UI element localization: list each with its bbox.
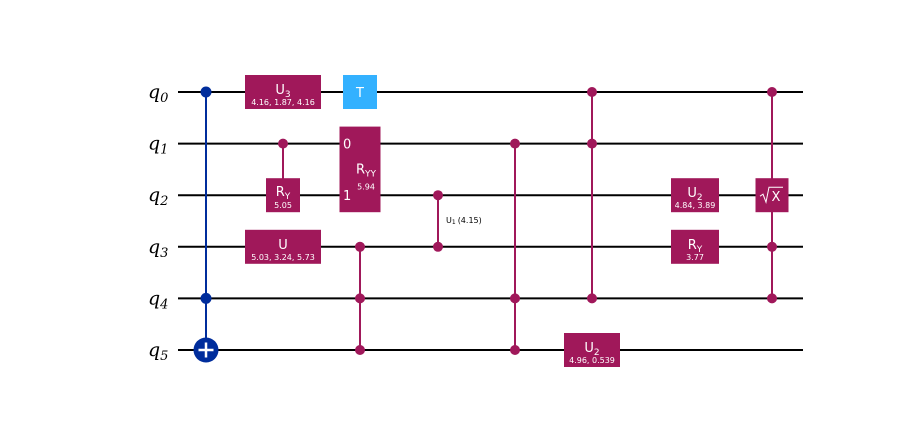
qubit-label-index: 1 xyxy=(160,143,168,158)
qubit-label-index: 2 xyxy=(159,194,168,209)
qubit-label-index: 4 xyxy=(159,297,168,312)
sqrt-icon xyxy=(759,186,783,205)
gate-label: T xyxy=(355,86,364,101)
gate-box xyxy=(343,75,377,109)
gate-label-name: R xyxy=(276,185,285,200)
gate-label: RYY xyxy=(356,162,377,179)
gate-label-subscript: 2 xyxy=(594,348,600,358)
qubit-label-letter: q xyxy=(148,184,160,206)
gate-label-name: U xyxy=(584,341,594,356)
phase-label: U1(4.15) xyxy=(446,216,482,226)
gate-box xyxy=(671,178,719,213)
gate-label-subscript: YY xyxy=(364,169,376,179)
gate-parameters: 5.05 xyxy=(274,201,292,210)
qubit-label: q4 xyxy=(148,287,168,312)
gate-pin-label: 0 xyxy=(343,138,351,153)
gate-parameters: 5.94 xyxy=(357,182,375,191)
control-dot xyxy=(767,87,777,97)
gate-label-name: X xyxy=(772,190,781,205)
gate-label: RY xyxy=(688,238,703,255)
qubit-wires xyxy=(178,91,803,351)
qubit-label-index: 0 xyxy=(160,91,168,106)
control-dot xyxy=(510,138,520,149)
control-dot xyxy=(355,345,365,355)
gate-label-name: R xyxy=(356,162,365,177)
gate-box xyxy=(245,75,321,109)
qubit-label-letter: q xyxy=(148,339,160,361)
gate-label-name: R xyxy=(688,238,697,253)
qubit-label-index: 5 xyxy=(160,349,168,364)
gate-parameters: 3.77 xyxy=(686,253,704,262)
qubit-label: q3 xyxy=(148,236,168,261)
gate-label-name: U xyxy=(275,83,285,98)
control-dot xyxy=(510,345,520,355)
phase-label-name: U xyxy=(446,216,452,225)
qubit-label: q1 xyxy=(148,133,168,158)
qubit-label-letter: q xyxy=(148,287,160,309)
qubit-label: q0 xyxy=(148,81,168,106)
control-dot xyxy=(433,190,443,201)
control-dot xyxy=(433,241,443,252)
qubit-label: q2 xyxy=(148,184,168,209)
gate-label: RY xyxy=(276,185,291,202)
control-dot xyxy=(767,293,777,304)
control-dot xyxy=(587,87,597,97)
gate-pin-label: 1 xyxy=(343,189,351,204)
qubit-label-letter: q xyxy=(148,81,160,103)
qubit-label-letter: q xyxy=(148,133,160,155)
gate-label-subscript: 2 xyxy=(697,193,703,203)
phase-label-parameter: (4.15) xyxy=(458,216,482,225)
gate-parameters: 5.03, 3.24, 5.73 xyxy=(251,253,315,262)
qubit-label-letter: q xyxy=(148,236,160,258)
gate-box xyxy=(671,229,719,264)
control-dot xyxy=(587,138,597,149)
control-dot xyxy=(767,241,777,252)
gate-label-name: U xyxy=(278,238,288,253)
gate-label-name: U xyxy=(687,186,697,201)
gate-label: U xyxy=(278,238,288,253)
control-dot xyxy=(587,293,597,304)
gate-label: X xyxy=(772,190,781,205)
gate-parameters: 4.96, 0.539 xyxy=(569,356,615,365)
gate-box xyxy=(339,126,381,213)
phase-label-subscript: 1 xyxy=(452,219,456,226)
gate-box xyxy=(564,333,620,367)
control-dot xyxy=(200,292,212,304)
gate-label: U2 xyxy=(687,186,702,203)
qubit-label: q5 xyxy=(148,339,168,364)
gate-parameters: 4.84, 3.89 xyxy=(675,201,716,210)
qubit-label-index: 3 xyxy=(160,246,168,261)
control-dot xyxy=(510,293,520,304)
gate-label-subscript: 3 xyxy=(285,90,291,100)
gate-label: U3 xyxy=(275,83,290,100)
gate-box xyxy=(266,178,300,213)
control-dot xyxy=(355,293,365,304)
gate-label-subscript: Y xyxy=(696,245,703,255)
gate-label-subscript: Y xyxy=(284,192,291,202)
gate-box xyxy=(245,229,321,264)
gate-label-name: T xyxy=(355,86,364,101)
gate-parameters: 4.16, 1.87, 4.16 xyxy=(251,98,315,107)
control-dot xyxy=(355,241,365,252)
control-dot xyxy=(278,138,288,149)
gate-label: U2 xyxy=(584,341,599,358)
control-dot xyxy=(200,86,212,98)
